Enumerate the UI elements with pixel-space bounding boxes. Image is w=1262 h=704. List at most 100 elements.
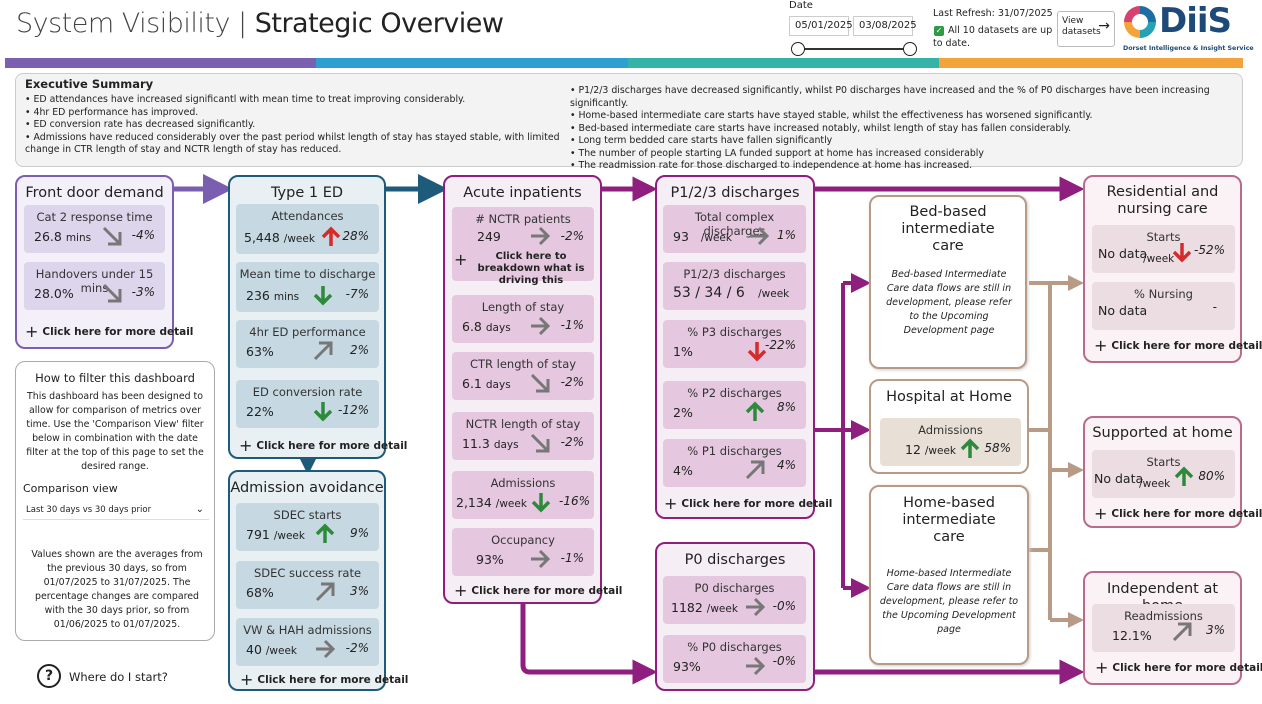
metric-card[interactable]: Admissions 2,134 /week -16% [452,471,594,519]
metric-value: 5,448 /week [244,230,315,245]
metric-change: -2% [560,229,584,243]
panel-title: Residential and nursing care [1106,184,1219,217]
metric-value: 791 /week [246,527,305,542]
development-note: Home-based Intermediate Care data flows … [879,568,1019,635]
panel-supported-at-home: Supported at home Starts No data /week 8… [1083,416,1262,528]
metric-change: 3% [1205,623,1225,637]
metric-card[interactable]: % Nursing No data - [1092,282,1235,330]
arrow-down-icon [747,342,767,362]
metric-value: 12.1% [1112,628,1152,643]
date-start-input[interactable]: 05/01/2025 [789,16,853,36]
arrow-right-icon [531,549,551,569]
metric-card[interactable]: SDEC starts 791 /week 9% [236,503,379,551]
metric-card[interactable]: # NCTR patients 249 -2% +Click here to b… [452,207,594,286]
metric-card[interactable]: P1/2/3 discharges 53 / 34 / 6 /week [663,262,806,310]
summary-line: • Admissions have reduced considerably o… [25,131,560,156]
plus-icon: + [1094,504,1108,523]
arrow-right-icon: → [1098,18,1110,34]
metric-value: No data [1098,303,1148,318]
metric-card[interactable]: % P1 discharges 4% 4% [663,439,806,487]
metric-value: 236 mins [246,288,300,303]
metric-card[interactable]: Total complex discharges 93 /week 1% [663,205,806,253]
metric-card[interactable]: ED conversion rate 22% -12% [236,380,379,428]
metric-card[interactable]: Mean time to discharge 236 mins -7% [236,262,379,312]
breakdown-link[interactable]: +Click here to breakdown what is driving… [454,250,585,286]
metric-card[interactable]: VW & HAH admissions 40 /week -2% [236,618,379,666]
metric-value: 12 /week [905,442,957,457]
date-slider-end-handle[interactable] [903,42,917,56]
arrow-down-icon [531,493,551,513]
metric-card[interactable]: Starts No data /week 80% [1092,450,1235,498]
plus-icon: + [454,250,468,269]
panel-title: Front door demand [25,185,164,201]
metric-change: 4% [776,458,796,472]
panel-hospital-at-home: Hospital at Home Admissions 12 /week 58% [869,379,1029,474]
metric-label: 4hr ED performance [249,325,366,339]
diis-logo: DiiS Dorset Intelligence & Insight Servi… [1121,1,1254,55]
metric-label: NCTR length of stay [465,417,581,431]
metric-change: 80% [1198,469,1225,483]
metric-card[interactable]: Handovers under 15 mins 28.0% -3% [24,262,165,310]
plus-icon: + [1094,336,1108,355]
metric-label: % P3 discharges [687,325,782,339]
metric-card[interactable]: % P3 discharges 1% -22% [663,320,806,368]
metric-value: 26.8 mins [34,229,92,244]
metric-card[interactable]: Readmissions 12.1% 3% [1092,604,1235,652]
metric-value: 93% [476,552,504,567]
metric-label: Occupancy [491,533,555,547]
date-slider-start-handle[interactable] [791,42,805,56]
arrow-up-icon [960,438,980,458]
date-slider-track[interactable] [798,48,910,50]
comparison-view-dropdown[interactable]: Last 30 days vs 30 days prior ⌄ [23,500,209,520]
more-detail-button[interactable]: +Click here for more detail [1095,658,1262,677]
summary-line: • Bed-based intermediate care starts hav… [570,122,1072,134]
metric-card[interactable]: SDEC success rate 68% 3% [236,561,379,609]
arrow-down-icon [313,286,333,306]
metric-change: -4% [131,228,155,242]
comparison-view-value: Last 30 days vs 30 days prior [26,505,152,515]
panel-p123-discharges: P1/2/3 discharges Total complex discharg… [655,175,832,519]
plus-icon: + [454,581,468,600]
panel-bed-based-ic[interactable]: Bed-based intermediate care Bed-based In… [869,195,1027,369]
metric-change: -22% [764,338,796,352]
more-detail-button[interactable]: +Click here for more detail [1094,336,1262,355]
metric-card[interactable]: Admissions 12 /week 58% [880,418,1021,466]
arrow-up-icon [321,226,341,246]
more-detail-button[interactable]: +Click here for more detail [239,436,408,455]
metric-card[interactable]: P0 discharges 1182 /week -0% [663,576,806,624]
metric-value: 93% [673,659,701,674]
metric-card[interactable]: % P2 discharges 2% 8% [663,381,806,429]
arrow-right-icon [316,639,336,659]
metric-change: 8% [776,400,796,414]
metric-change: -3% [131,285,155,299]
more-detail-button[interactable]: +Click here for more detail [240,670,409,689]
metric-card[interactable]: Starts No data /week -52% [1092,225,1235,273]
panel-residential-nursing: Residential and nursing care Starts No d… [1083,175,1262,363]
more-detail-button[interactable]: +Click here for more detail [664,494,833,513]
metric-card[interactable]: % P0 discharges 93% -0% [663,635,806,683]
where-do-i-start-button[interactable]: ? Where do I start? [37,664,177,690]
metric-card[interactable]: Occupancy 93% -1% [452,528,594,576]
metric-label: Mean time to discharge [239,267,376,281]
metric-label: Readmissions [1124,609,1203,623]
view-datasets-button[interactable]: View datasets → [1057,11,1115,47]
logo-text: DiiS [1159,1,1232,41]
more-detail-button[interactable]: +Click here for more detail [25,322,194,341]
date-end-input[interactable]: 03/08/2025 [853,16,917,36]
panel-title: P1/2/3 discharges [670,185,800,201]
metric-card[interactable]: Cat 2 response time 26.8 mins -4% [24,205,165,253]
metric-card[interactable]: NCTR length of stay 11.3 days -2% [452,412,594,460]
metric-card[interactable]: Attendances 5,448 /week 28% [236,204,379,254]
metric-change: 3% [349,584,369,598]
panel-home-based-ic[interactable]: Home-based intermediate care Home-based … [869,485,1029,665]
metric-card[interactable]: 4hr ED performance 63% 2% [236,320,379,368]
more-detail-button[interactable]: +Click here for more detail [454,581,623,600]
arrow-right-icon [746,597,766,617]
metric-card[interactable]: Length of stay 6.8 days -1% [452,295,594,343]
more-detail-button[interactable]: +Click here for more detail [1094,504,1262,523]
metric-label: SDEC starts [273,508,342,522]
metric-label: Handovers under 15 mins [35,267,154,295]
arrow-down-right-icon [530,373,550,393]
metric-value: 68% [246,585,274,600]
metric-card[interactable]: CTR length of stay 6.1 days -2% [452,352,594,400]
